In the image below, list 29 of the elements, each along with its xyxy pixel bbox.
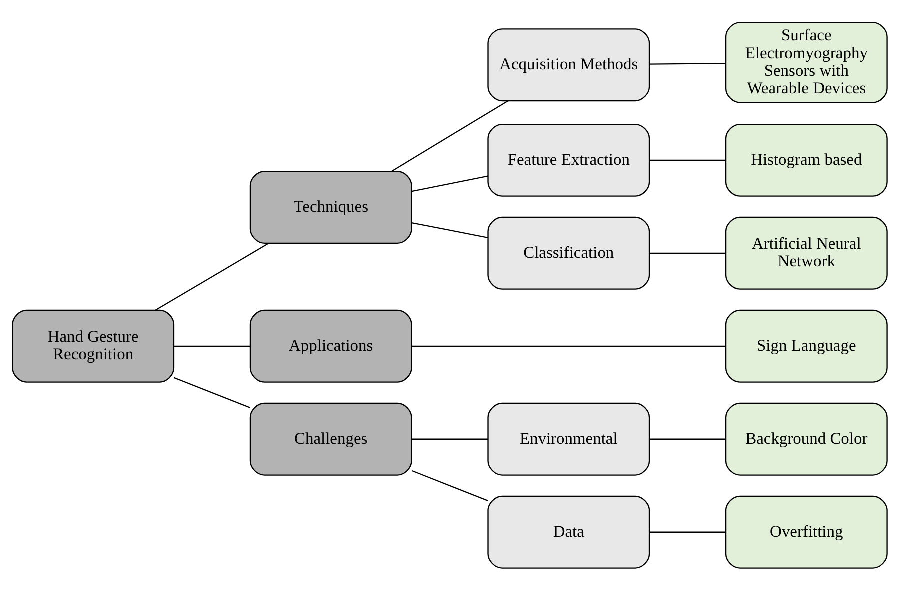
connector [412, 438, 488, 440]
connector [412, 345, 726, 346]
node-box: Techniques [250, 170, 412, 244]
node-box: Data [488, 495, 650, 568]
node-box: Classification [488, 216, 650, 290]
connector [650, 62, 726, 64]
connector [412, 175, 488, 192]
node-box: Feature Extraction [488, 123, 650, 196]
node-box: Artificial Neural Network [725, 216, 888, 290]
node-box: Sign Language [725, 309, 888, 382]
connector [412, 470, 488, 501]
connector [155, 242, 270, 310]
connector [650, 159, 726, 161]
connector [174, 376, 251, 408]
node-box: Background Color [725, 402, 888, 476]
connector [650, 531, 726, 532]
connector [174, 345, 250, 346]
node-box: Applications [250, 309, 412, 382]
connector [391, 100, 509, 172]
node-box: Environmental [488, 402, 650, 476]
connector [650, 438, 726, 440]
node-box: Challenges [250, 402, 412, 476]
connector [412, 222, 488, 238]
connector [650, 252, 726, 254]
node-box: Overfitting [725, 495, 888, 568]
node-box: Hand Gesture Recognition [12, 309, 175, 382]
node-box: Acquisition Methods [488, 28, 650, 102]
node-box: Histogram based [725, 123, 888, 196]
node-box: Surface Electromyography Sensors with Wearable Devices [725, 22, 888, 103]
